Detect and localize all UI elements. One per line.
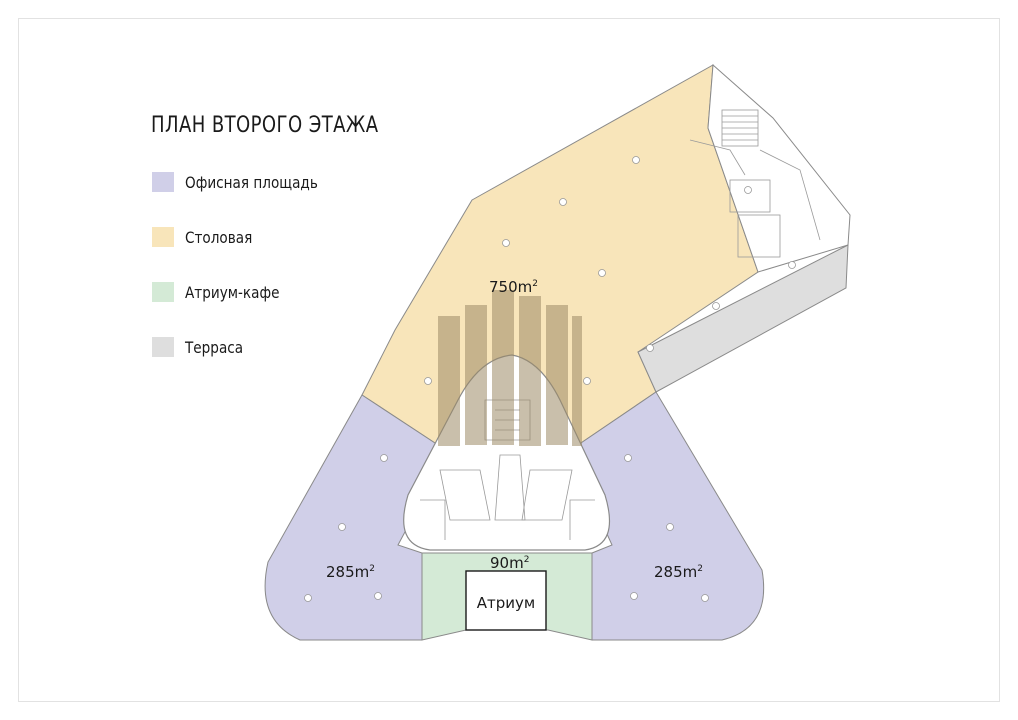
area-label-office-right: 285m2 [654, 563, 703, 581]
legend-item-terrace: Терраса [152, 337, 341, 357]
columns [304, 156, 796, 602]
office-zone-left [264, 394, 439, 641]
atrium [465, 570, 547, 631]
page-title: ПЛАН ВТОРОГО ЭТАЖА [151, 113, 379, 138]
area-label-canteen: 750m2 [489, 278, 538, 296]
service-rooms [689, 109, 821, 258]
area-label-atrium-cafe: 90m2 [490, 554, 529, 572]
legend-item-atrium-cafe: Атриум-кафе [152, 282, 341, 302]
legend-item-canteen: Столовая [152, 227, 341, 247]
atrium-label: Атриум [477, 594, 535, 612]
legend-label-terrace: Терраса [185, 337, 244, 357]
drawing-sheet [18, 18, 1000, 702]
office-zone-right [577, 391, 765, 641]
legend-swatch-terrace [152, 337, 174, 357]
legend-label-atrium-cafe: Атриум-кафе [185, 282, 280, 302]
legend-swatch-atrium-cafe [152, 282, 174, 302]
facade-fins [438, 290, 582, 446]
legend-item-office: Офисная площадь [152, 172, 341, 192]
legend-label-canteen: Столовая [185, 227, 253, 247]
legend-swatch-office [152, 172, 174, 192]
legend-swatch-canteen [152, 227, 174, 247]
terrace-zone [637, 244, 849, 393]
legend-label-office: Офисная площадь [185, 172, 318, 192]
legend: Офисная площадь Столовая Атриум-кафе Тер… [152, 172, 341, 392]
area-label-office-left: 285m2 [326, 563, 375, 581]
